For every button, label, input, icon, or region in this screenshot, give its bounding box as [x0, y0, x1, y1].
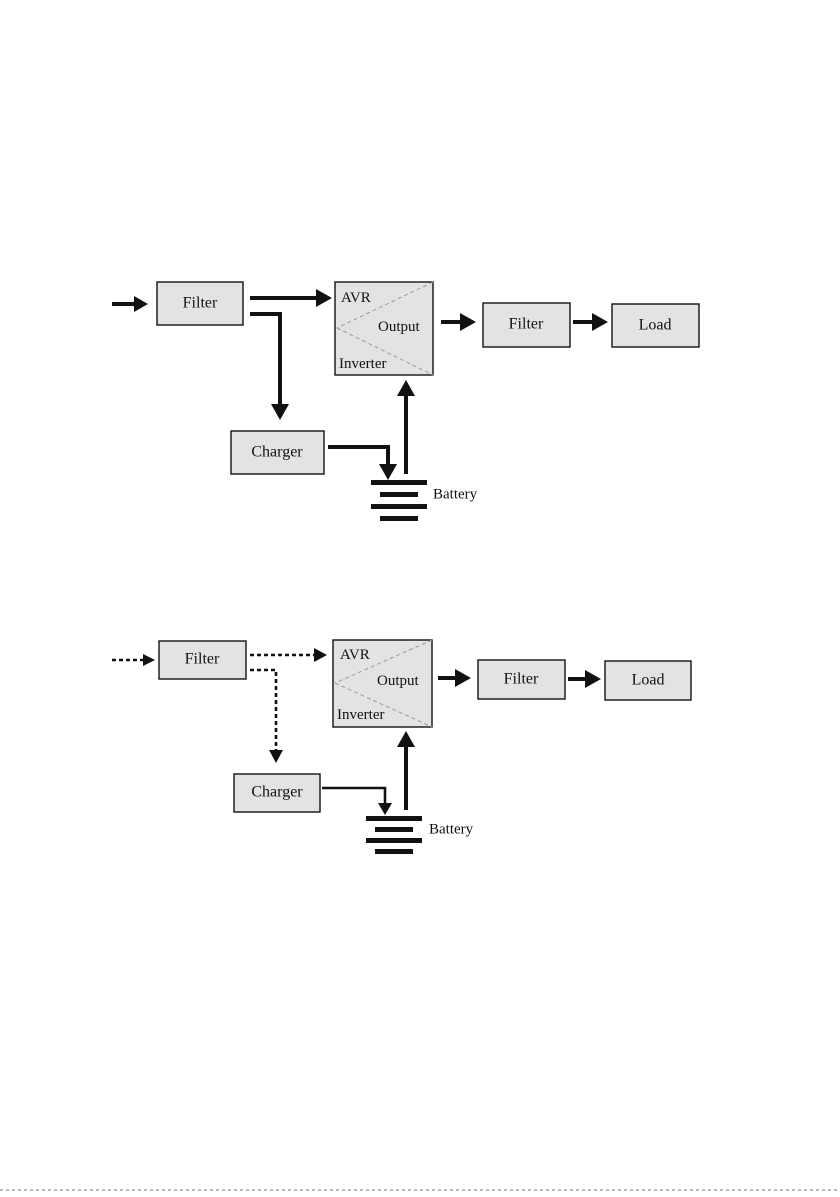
filter-to-avr-head	[314, 648, 327, 662]
filter-to-charger-head	[269, 750, 283, 763]
charger-to-battery-line	[328, 447, 388, 466]
output-label: Output	[378, 319, 421, 335]
battery-icon	[371, 480, 427, 521]
charger-to-battery-line	[322, 788, 385, 804]
input-arrow-head	[134, 296, 148, 312]
avr-label: AVR	[340, 647, 370, 663]
battery-plate-2	[380, 492, 418, 497]
filter-to-load-head	[592, 313, 608, 331]
filter-to-charger-line	[250, 670, 276, 751]
battery-to-inverter-head	[397, 731, 415, 747]
diagram-battery-mode: Filter AVR Output Inverter Filter Load	[112, 640, 691, 854]
diagram-normal-mode: Filter AVR Output Inverter Filter Load	[112, 282, 699, 521]
battery-label: Battery	[429, 821, 474, 837]
avr-inverter-module: AVR Output Inverter	[333, 640, 432, 727]
avr-inverter-module: AVR Output Inverter	[335, 282, 433, 375]
avr-to-filter-head	[460, 313, 476, 331]
charger-label: Charger	[251, 784, 303, 801]
output-filter-label: Filter	[504, 671, 539, 688]
input-arrow-head	[143, 654, 155, 666]
filter-to-charger-line	[250, 314, 280, 406]
charger-to-battery-head	[378, 803, 392, 815]
filter-to-charger-head	[271, 404, 289, 420]
output-label: Output	[377, 673, 420, 689]
battery-label: Battery	[433, 486, 478, 502]
battery-plate-2	[375, 827, 413, 832]
avr-label: AVR	[341, 290, 371, 306]
charger-to-battery-head	[379, 464, 397, 480]
battery-icon	[366, 816, 422, 854]
inverter-label: Inverter	[337, 707, 384, 723]
avr-to-filter-head	[455, 669, 471, 687]
filter-to-avr-head	[316, 289, 332, 307]
battery-plate-3	[366, 838, 422, 843]
load-label: Load	[632, 672, 665, 689]
battery-plate-4	[380, 516, 418, 521]
battery-plate-3	[371, 504, 427, 509]
filter-to-load-head	[585, 670, 601, 688]
battery-plate-1	[366, 816, 422, 821]
charger-label: Charger	[251, 444, 303, 461]
load-label: Load	[639, 317, 672, 334]
input-filter-label: Filter	[183, 295, 218, 312]
battery-plate-4	[375, 849, 413, 854]
input-filter-label: Filter	[185, 651, 220, 668]
inverter-label: Inverter	[339, 356, 386, 372]
battery-plate-1	[371, 480, 427, 485]
output-filter-label: Filter	[509, 316, 544, 333]
battery-to-inverter-head	[397, 380, 415, 396]
